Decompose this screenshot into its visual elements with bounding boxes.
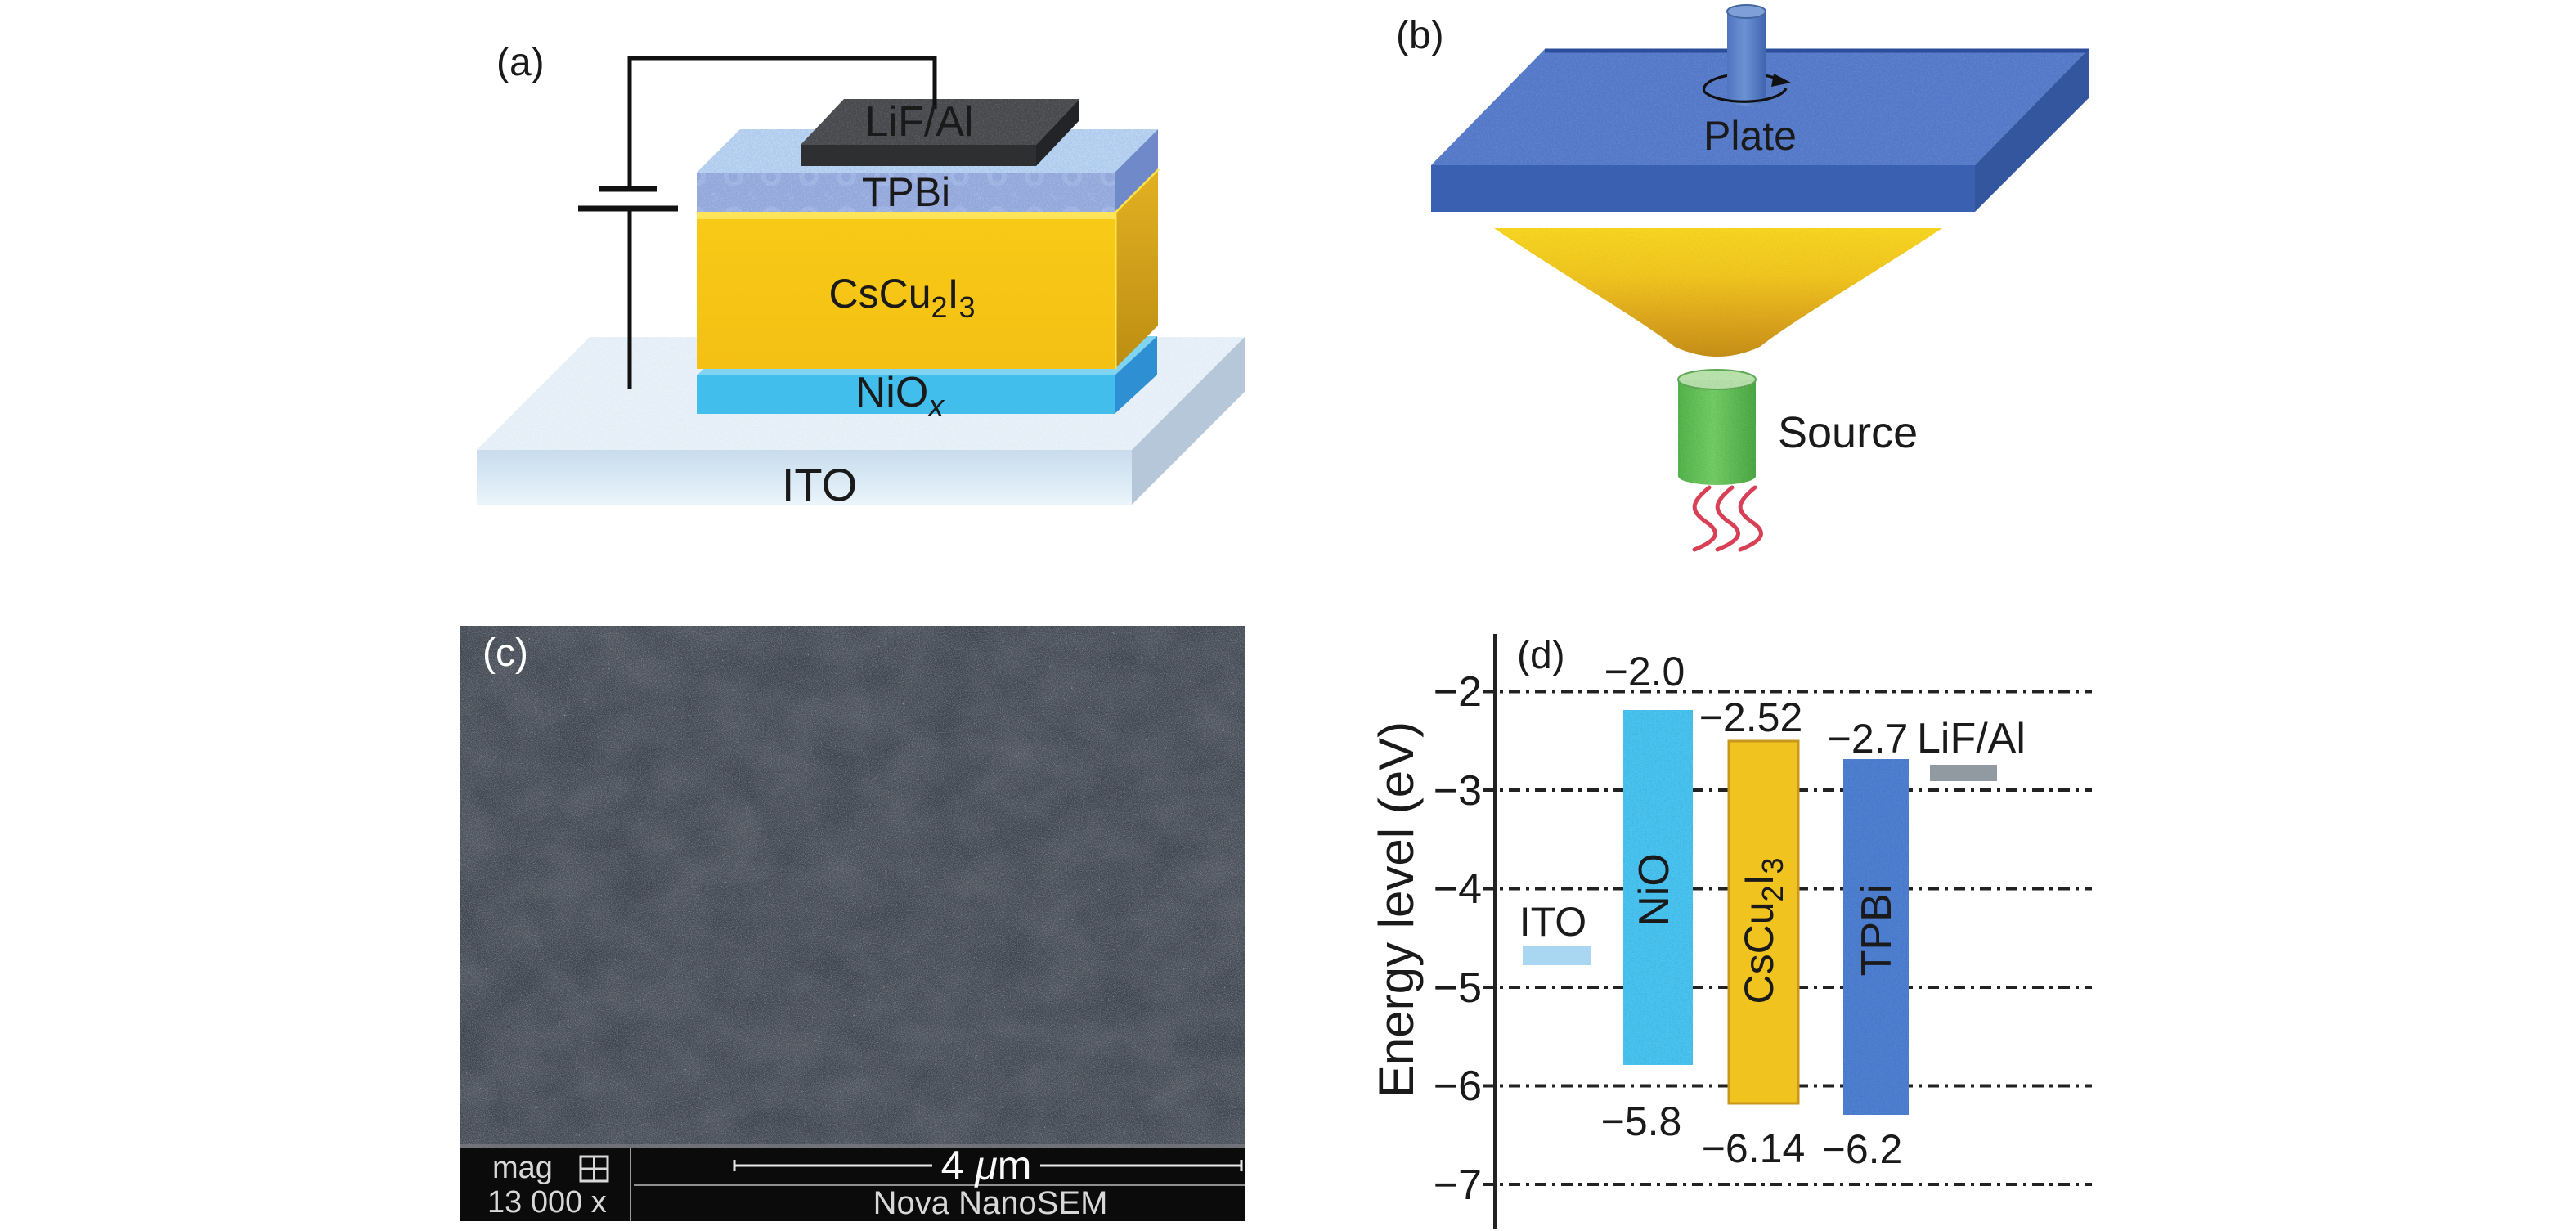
svg-text:−5: −5 [1434,964,1482,1012]
svg-text:LiF/Al: LiF/Al [865,98,974,146]
svg-text:−2: −2 [1434,668,1482,716]
svg-text:−6.2: −6.2 [1822,1126,1903,1172]
svg-text:(b): (b) [1396,14,1444,57]
svg-text:CsCu2I3: CsCu2I3 [1736,858,1789,1004]
svg-text:−5.8: −5.8 [1601,1098,1682,1144]
svg-text:NiO: NiO [1631,853,1678,927]
svg-text:Nova NanoSEM: Nova NanoSEM [873,1185,1108,1221]
svg-text:−2.7: −2.7 [1828,716,1909,762]
svg-text:−6.14: −6.14 [1702,1125,1806,1171]
svg-text:TPBi: TPBi [862,169,950,215]
svg-text:mag: mag [492,1151,553,1185]
svg-text:−2.52: −2.52 [1699,694,1803,740]
svg-text:Source: Source [1778,408,1918,457]
svg-text:CsCu2I3: CsCu2I3 [829,271,976,324]
svg-text:Energy level (eV): Energy level (eV) [1369,721,1424,1098]
svg-text:13 000 x: 13 000 x [487,1185,607,1220]
svg-text:(c): (c) [482,631,528,675]
svg-text:−2.0: −2.0 [1604,649,1685,694]
svg-text:4 μm: 4 μm [941,1143,1032,1188]
svg-text:ITO: ITO [1519,899,1586,945]
svg-text:TPBi: TPBi [1853,884,1901,977]
svg-text:(d): (d) [1517,634,1565,677]
svg-text:−4: −4 [1434,865,1482,913]
svg-text:−6: −6 [1434,1063,1482,1110]
svg-text:(a): (a) [496,41,545,84]
svg-text:Plate: Plate [1703,113,1797,159]
svg-text:ITO: ITO [782,459,857,510]
svg-text:LiF/Al: LiF/Al [1917,715,2026,762]
svg-text:−7: −7 [1434,1161,1482,1209]
svg-text:−3: −3 [1434,767,1482,815]
